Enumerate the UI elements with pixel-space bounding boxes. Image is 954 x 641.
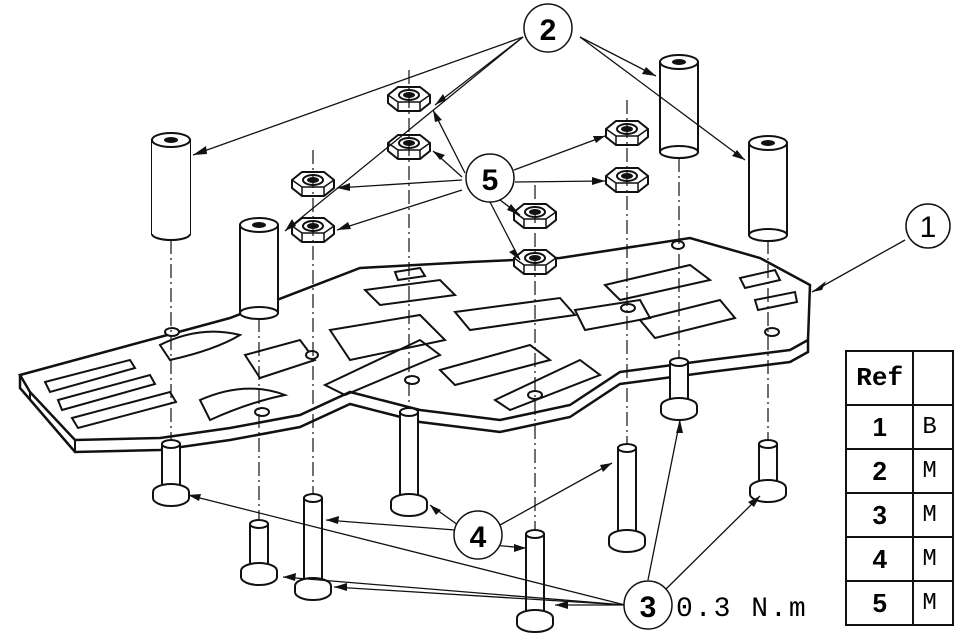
standoff-4	[748, 135, 788, 242]
arrowheads	[188, 67, 826, 609]
callout-3: 3	[623, 580, 673, 630]
row-ref: 3	[844, 492, 915, 538]
row-description: M	[912, 448, 954, 494]
row-ref: 4	[844, 536, 915, 582]
parts-table: Ref 1 B 2 M 3 M 4 M 5 M	[844, 350, 954, 626]
row-ref: 5	[844, 580, 915, 626]
callout-1: 1	[905, 203, 951, 249]
svg-text:2: 2	[540, 14, 557, 47]
parts-table-header: Ref	[844, 350, 954, 406]
callout-4: 4	[453, 510, 503, 560]
short-screw-3	[660, 357, 698, 421]
long-screw-2	[390, 407, 428, 517]
row-ref: 2	[844, 448, 915, 494]
frame-plate	[18, 236, 812, 454]
row-ref: 1	[844, 404, 915, 450]
table-row: 1 B	[844, 404, 954, 450]
torque-label: 0.3 N.m	[676, 594, 808, 625]
row-description: M	[912, 536, 954, 582]
header-description	[912, 350, 954, 406]
long-screw-1	[294, 493, 332, 601]
header-ref: Ref	[844, 350, 915, 406]
table-row: 3 M	[844, 492, 954, 538]
standoff-1	[151, 132, 191, 241]
table-row: 2 M	[844, 448, 954, 494]
table-row: 4 M	[844, 536, 954, 582]
table-row: 5 M	[844, 580, 954, 626]
svg-text:1: 1	[920, 211, 937, 244]
row-description: M	[912, 492, 954, 538]
svg-text:4: 4	[470, 521, 487, 554]
callout-5: 5	[465, 153, 515, 203]
callout-2: 2	[523, 3, 573, 53]
short-screw-2	[240, 519, 278, 586]
short-screw-1	[152, 439, 190, 507]
standoff-3	[659, 54, 699, 159]
row-description: B	[912, 404, 954, 450]
row-description: M	[912, 580, 954, 626]
short-screw-4	[749, 439, 787, 503]
long-screw-3	[516, 529, 554, 633]
long-screw-4	[608, 443, 646, 553]
svg-text:3: 3	[640, 591, 657, 624]
standoff-2	[239, 217, 279, 320]
svg-text:5: 5	[482, 164, 499, 197]
